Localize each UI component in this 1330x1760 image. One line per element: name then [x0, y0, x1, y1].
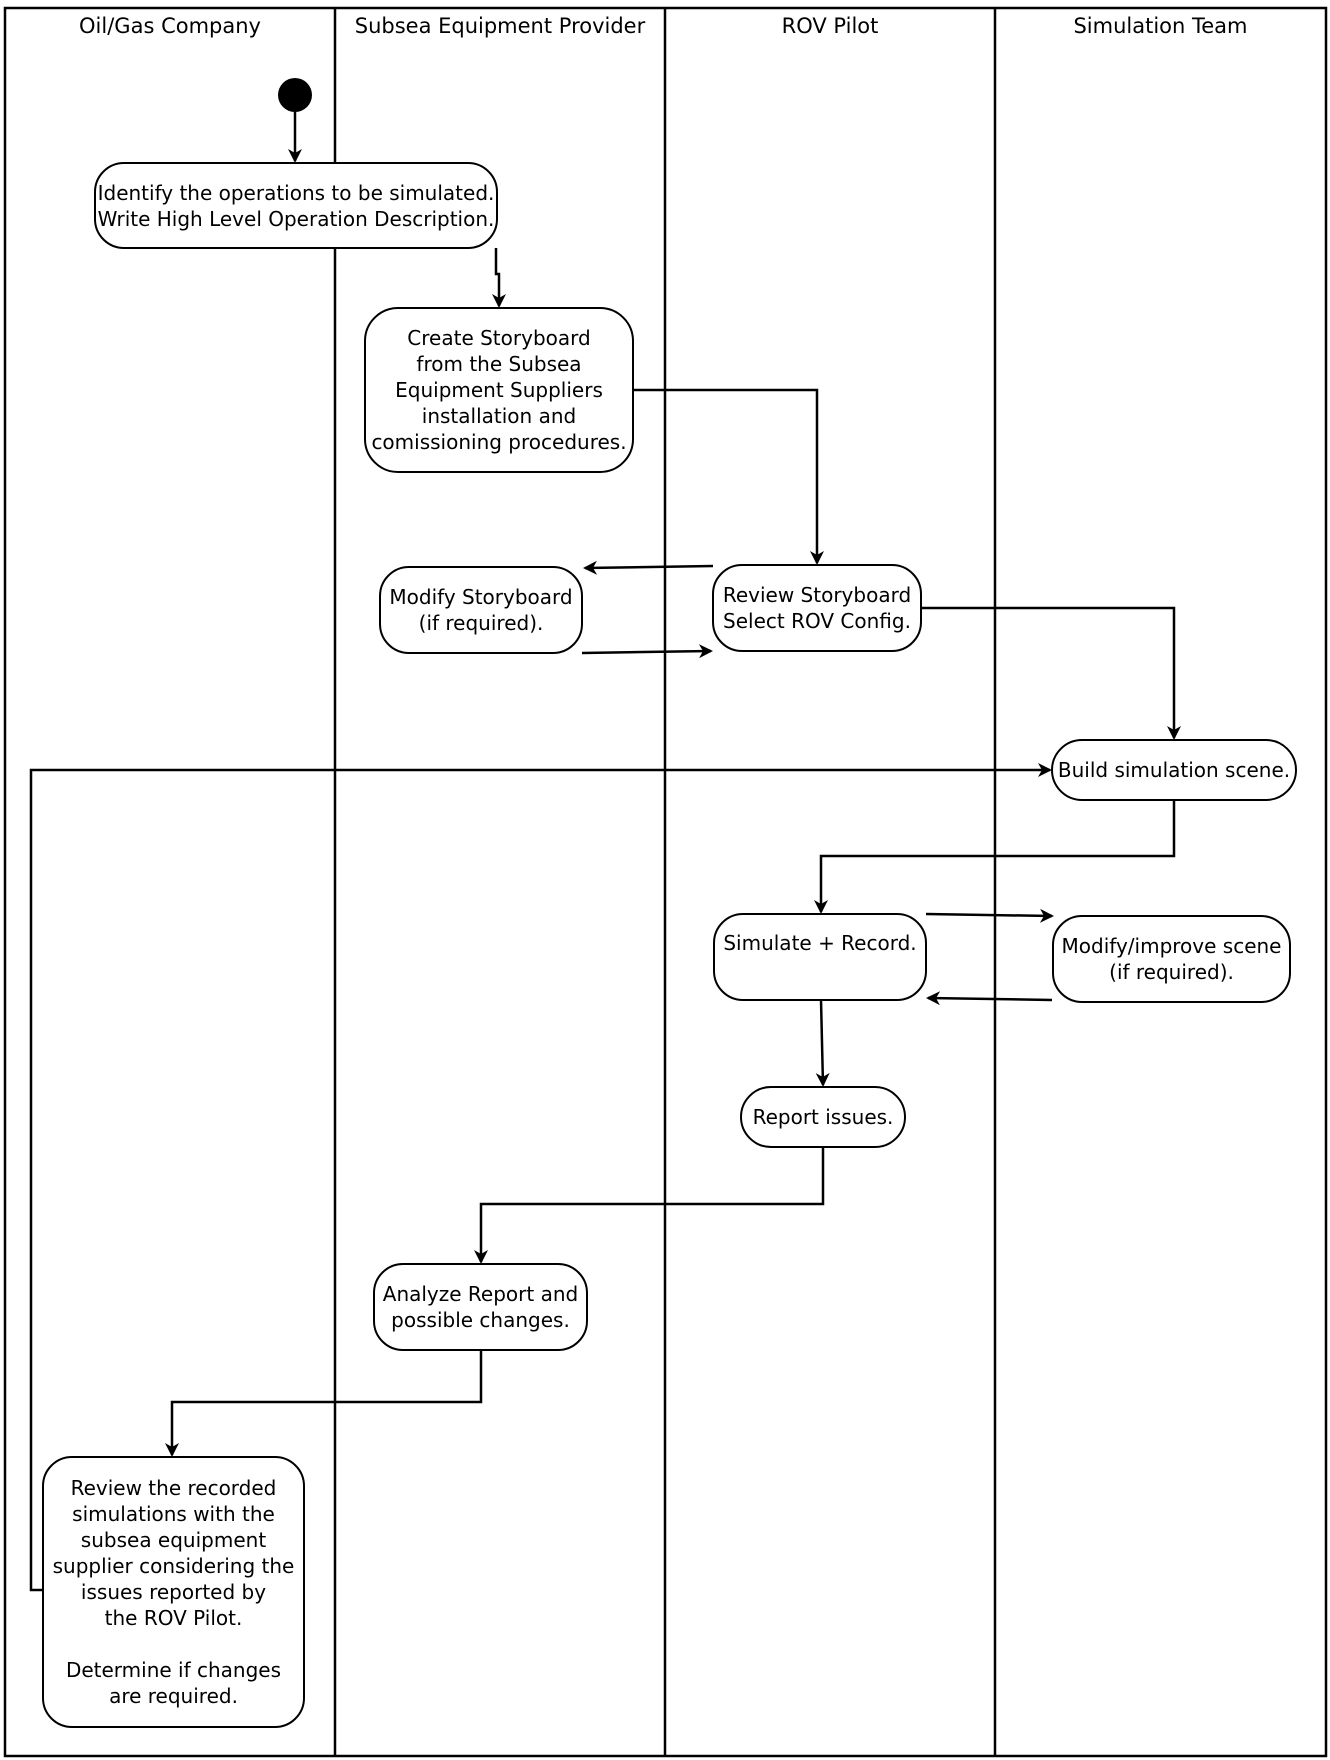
activity-review-storyboard[interactable]: Review Storyboard Select ROV Config.	[712, 564, 922, 652]
activity-label: Review the recorded simulations with the…	[52, 1476, 295, 1708]
activity-label: Analyze Report and possible changes.	[382, 1282, 579, 1332]
flow-arrow	[926, 991, 1053, 1006]
activity-label: Simulate + Record.	[723, 931, 917, 955]
flow-arrow	[581, 644, 713, 659]
activity-modify-storyboard[interactable]: Modify Storyboard (if required).	[379, 566, 583, 654]
activity-label: Modify Storyboard (if required).	[389, 585, 573, 635]
activity-review-recorded[interactable]: Review the recorded simulations with the…	[42, 1456, 305, 1728]
flow-arrow	[925, 908, 1054, 923]
lane-title-sim: Simulation Team	[1073, 14, 1248, 38]
lane-title-subsea: Subsea Equipment Provider	[354, 14, 646, 38]
flow-arrow	[29, 763, 1052, 1592]
activity-modify-scene[interactable]: Modify/improve scene (if required).	[1052, 915, 1291, 1003]
activity-build-scene[interactable]: Build simulation scene.	[1051, 739, 1297, 801]
flow-arrow	[492, 248, 506, 308]
flow-arrow	[921, 606, 1181, 740]
flow-arrow	[474, 1146, 825, 1264]
flow-arrow	[815, 999, 830, 1087]
lane-title-oil-gas: Oil/Gas Company	[79, 14, 261, 38]
lane-title-rov: ROV Pilot	[781, 14, 879, 38]
activity-simulate-record[interactable]: Simulate + Record.	[713, 913, 927, 1001]
flow-arrow	[633, 388, 824, 565]
activity-label: Report issues.	[752, 1105, 894, 1129]
activity-label: Create Storyboard from the Subsea Equipm…	[371, 326, 627, 454]
flow-arrow	[814, 800, 1176, 914]
activity-create-storyboard[interactable]: Create Storyboard from the Subsea Equipm…	[364, 307, 634, 473]
activity-analyze-report[interactable]: Analyze Report and possible changes.	[373, 1263, 588, 1351]
activity-label: Modify/improve scene (if required).	[1061, 934, 1282, 984]
activity-label: Build simulation scene.	[1057, 758, 1291, 782]
activity-report-issues[interactable]: Report issues.	[740, 1086, 906, 1148]
flow-arrow	[165, 1350, 483, 1457]
start-node	[278, 78, 312, 112]
activity-label: Review Storyboard Select ROV Config.	[722, 583, 912, 633]
flow-arrow	[583, 560, 714, 575]
activity-label: Identify the operations to be simulated.…	[97, 180, 495, 231]
activity-identify-operations[interactable]: Identify the operations to be simulated.…	[94, 162, 498, 249]
